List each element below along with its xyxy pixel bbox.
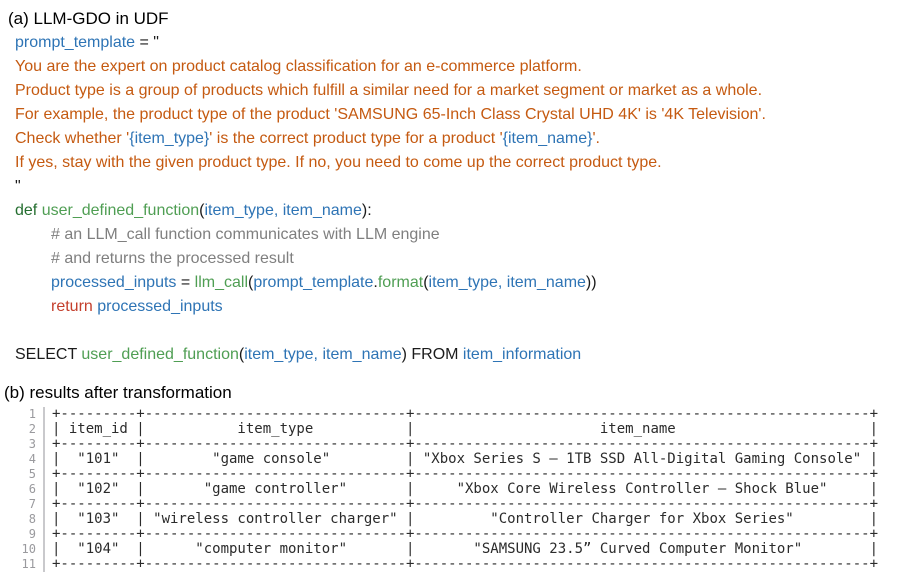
code-token: item_information xyxy=(462,346,582,363)
code-line: If yes, stay with the given product type… xyxy=(15,151,914,175)
code-token: {item_name} xyxy=(502,130,593,147)
ascii-table: +---------+-----------------------------… xyxy=(52,406,879,572)
code-token: . xyxy=(373,274,378,291)
code-token: return xyxy=(51,298,98,315)
code-token: For example, the product type of the pro… xyxy=(15,106,766,123)
code-line: return processed_inputs xyxy=(15,295,914,319)
code-line: prompt_template = " xyxy=(15,31,914,55)
code-token: processed_inputs xyxy=(51,274,177,291)
code-token: llm_call xyxy=(194,274,248,291)
line-number-gutter: 1 2 3 4 5 6 7 8 9 10 11 xyxy=(12,407,45,572)
code-token: )) xyxy=(585,274,597,291)
code-line: processed_inputs = llm_call(prompt_templ… xyxy=(15,271,914,295)
code-token: SELECT xyxy=(15,346,82,363)
code-token: Product type is a group of products whic… xyxy=(15,82,763,99)
code-token: If yes, stay with the given product type… xyxy=(15,154,662,171)
code-token: ): xyxy=(361,202,372,219)
code-token: # and returns the processed result xyxy=(51,250,294,267)
code-token: ( xyxy=(248,274,254,291)
code-token: " xyxy=(15,178,21,195)
code-token: ) FROM xyxy=(401,346,463,363)
code-token: # an LLM_call function communicates with… xyxy=(51,226,440,243)
code-token: ' is the correct product type for a prod… xyxy=(209,130,503,147)
code-block: prompt_template = " You are the expert on… xyxy=(15,31,914,367)
code-token: Check whether ' xyxy=(15,130,130,147)
code-line: # an LLM_call function communicates with… xyxy=(15,223,914,247)
code-line: def user_defined_function(item_type, ite… xyxy=(15,199,914,223)
code-token: '. xyxy=(592,130,600,147)
code-token: format xyxy=(377,274,424,291)
code-token: ( xyxy=(423,274,429,291)
code-line: For example, the product type of the pro… xyxy=(15,103,914,127)
section-b-label: (b) results after transformation xyxy=(4,383,232,402)
code-token: item_type, item_name xyxy=(244,346,402,363)
code-token: item_type, item_name xyxy=(428,274,586,291)
code-token: def xyxy=(15,202,42,219)
code-line: SELECT user_defined_function(item_type, … xyxy=(15,343,914,367)
code-token: = " xyxy=(135,34,159,51)
code-token: You are the expert on product catalog cl… xyxy=(15,58,582,75)
code-line: " xyxy=(15,175,914,199)
code-token: processed_inputs xyxy=(97,298,223,315)
code-token: ( xyxy=(199,202,205,219)
code-token: prompt_template xyxy=(15,34,136,51)
code-token: user_defined_function xyxy=(81,346,239,363)
code-line: Product type is a group of products whic… xyxy=(15,79,914,103)
code-blank-line xyxy=(15,319,914,343)
code-line: Check whether '{item_type}' is the corre… xyxy=(15,127,914,151)
code-token: ( xyxy=(238,346,245,363)
code-token: {item_type} xyxy=(129,130,210,147)
results-table: 1 2 3 4 5 6 7 8 9 10 11 +---------+-----… xyxy=(12,407,914,572)
section-a-label: (a) LLM-GDO in UDF xyxy=(8,9,169,28)
code-token: item_type, item_name xyxy=(204,202,362,219)
code-token: = xyxy=(176,274,195,291)
code-line: # and returns the processed result xyxy=(15,247,914,271)
code-line: You are the expert on product catalog cl… xyxy=(15,55,914,79)
code-token: prompt_template xyxy=(253,274,374,291)
code-token: user_defined_function xyxy=(41,202,200,219)
